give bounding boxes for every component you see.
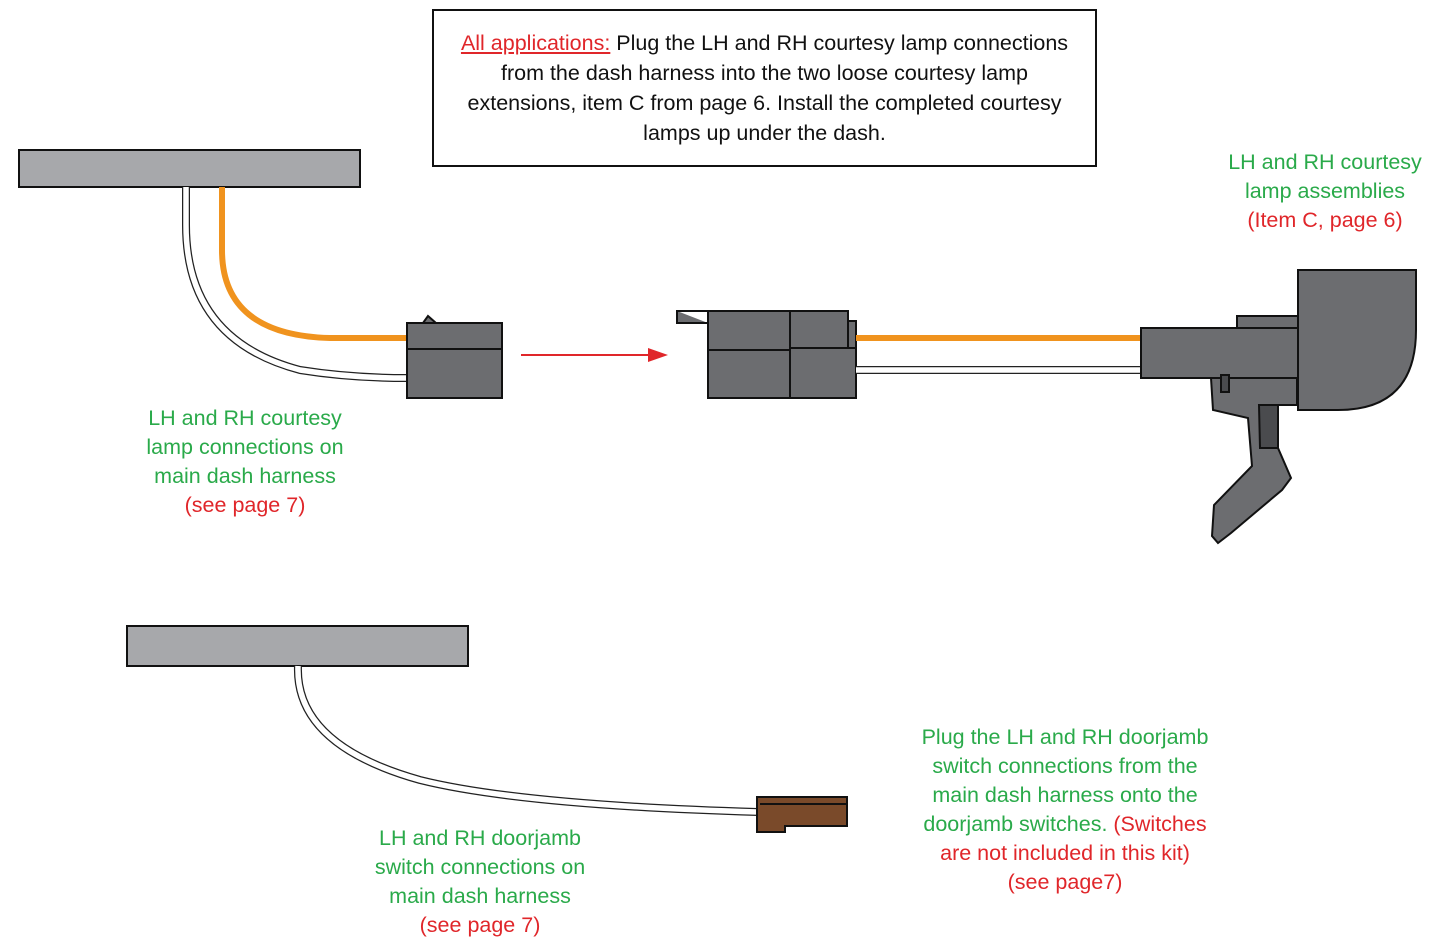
doorjamb-instruction-label: Plug the LH and RH doorjamb switch conne… xyxy=(870,723,1260,897)
instruction-box: All applications: Plug the LH and RH cou… xyxy=(432,9,1097,167)
extension-connector xyxy=(676,310,857,399)
doorjamb-line-1: LH and RH doorjamb xyxy=(379,826,581,850)
courtesy-lamp-assembly xyxy=(1140,269,1417,545)
instr-line-3: main dash harness onto the xyxy=(932,783,1198,807)
doorjamb-ref: (see page 7) xyxy=(419,913,541,937)
instruction-lead: All applications: xyxy=(460,31,611,55)
instruction-body: Plug the LH and RH courtesy lamp connect… xyxy=(467,31,1069,145)
upper-dash-harness-bar xyxy=(18,149,361,188)
assemblies-line-1: LH and RH courtesy xyxy=(1228,150,1422,174)
instruction-text: All applications: Plug the LH and RH cou… xyxy=(444,28,1085,148)
courtesy-line-2: lamp connections on xyxy=(146,435,344,459)
connect-arrow xyxy=(521,348,668,362)
courtesy-connections-label: LH and RH courtesy lamp connections on m… xyxy=(100,404,390,520)
doorjamb-line-3: main dash harness xyxy=(389,884,571,908)
instr-ref: (see page7) xyxy=(1007,870,1123,894)
instr-line-4-red: (Switches xyxy=(1107,812,1207,836)
courtesy-line-1: LH and RH courtesy xyxy=(148,406,342,430)
instr-line-4-green: doorjamb switches. xyxy=(923,812,1108,836)
instr-line-4: doorjamb switches. (Switches xyxy=(870,810,1260,839)
instr-line-1: Plug the LH and RH doorjamb xyxy=(921,725,1209,749)
assemblies-ref: (Item C, page 6) xyxy=(1247,208,1403,232)
lower-white-wire xyxy=(293,665,759,816)
upper-white-wire xyxy=(182,187,408,382)
harness-courtesy-connector xyxy=(406,314,503,399)
instr-line-2: switch connections from the xyxy=(932,754,1198,778)
courtesy-ref: (see page 7) xyxy=(184,493,306,517)
upper-orange-wire xyxy=(219,187,407,341)
doorjamb-connector xyxy=(756,796,848,833)
courtesy-lamp-assemblies-label: LH and RH courtesy lamp assemblies (Item… xyxy=(1180,148,1447,235)
doorjamb-line-2: switch connections on xyxy=(374,855,586,879)
lower-dash-harness-bar xyxy=(126,625,469,667)
courtesy-line-3: main dash harness xyxy=(154,464,336,488)
instr-line-5: are not included in this kit) xyxy=(940,841,1190,865)
assemblies-line-2: lamp assemblies xyxy=(1244,179,1406,203)
doorjamb-connections-label: LH and RH doorjamb switch connections on… xyxy=(335,824,625,940)
